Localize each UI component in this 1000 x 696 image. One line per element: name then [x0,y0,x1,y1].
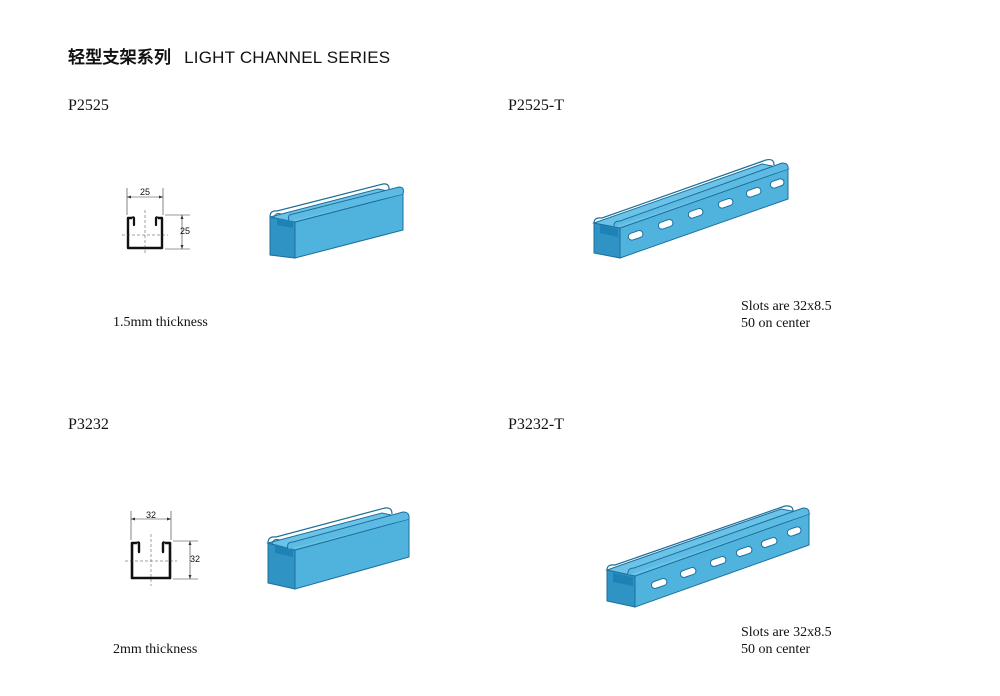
p3232-t-slot-size: Slots are 32x8.5 [741,625,832,640]
p2525-cross-section-drawing: 25 25 [122,187,190,255]
p3232-t-slotted-channel-3d-view [605,505,811,608]
product-code-p3232-t: P3232-T [508,416,564,433]
p3232-height-label: 32 [190,554,200,564]
p3232-t-slot-spacing: 50 on center [741,642,811,657]
p3232-t-slot-note: Slots are 32x8.5 50 on center [741,624,832,658]
p2525-t-slot-note: Slots are 32x8.5 50 on center [741,298,832,332]
p3232-channel-3d-view [266,507,410,590]
product-code-p3232: P3232 [68,416,109,433]
p2525-t-slot-spacing: 50 on center [741,316,811,331]
p2525-height-label: 25 [180,226,190,236]
p3232-thickness-note: 2mm thickness [113,642,198,657]
p2525-channel-3d-view [269,183,404,259]
p2525-t-slot-size: Slots are 32x8.5 [741,299,832,314]
p2525-width-label: 25 [140,187,150,197]
p3232-width-label: 32 [146,510,156,520]
page-title-english: LIGHT CHANNEL SERIES [184,48,391,67]
p2525-t-slotted-channel-3d-view [592,158,790,259]
p3232-cross-section-drawing: 32 32 [125,509,200,586]
product-code-p2525: P2525 [68,97,109,114]
page-title-chinese: 轻型支架系列 [68,48,172,68]
page-title: 轻型支架系列 LIGHT CHANNEL SERIES [68,43,390,68]
product-code-p2525-t: P2525-T [508,97,564,114]
p2525-thickness-note: 1.5mm thickness [113,315,208,330]
